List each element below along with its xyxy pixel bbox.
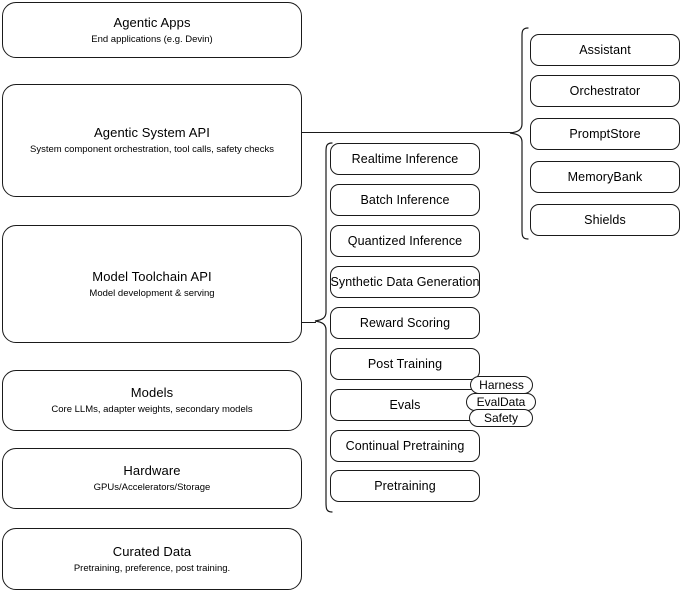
layer-title: Hardware	[123, 463, 181, 478]
eval-pill-safety[interactable]: Safety	[469, 409, 533, 427]
eval-pill-label: Harness	[479, 378, 524, 392]
layer-title: Agentic System API	[94, 125, 210, 140]
capability-chip-pretraining[interactable]: Pretraining	[330, 470, 480, 502]
capability-chip-continual-pretraining[interactable]: Continual Pretraining	[330, 430, 480, 462]
capability-label: Synthetic Data Generation	[330, 274, 480, 289]
capability-chip-batch-inference[interactable]: Batch Inference	[330, 184, 480, 216]
connector-line-agentic-system-to-components	[302, 132, 514, 133]
capability-chip-reward-scoring[interactable]: Reward Scoring	[330, 307, 480, 339]
eval-pill-label: Safety	[483, 411, 519, 425]
capability-chip-synthetic-data-generation[interactable]: Synthetic Data Generation	[330, 266, 480, 298]
layer-box-agentic-system-api[interactable]: Agentic System API System component orch…	[2, 84, 302, 197]
eval-pill-harness[interactable]: Harness	[470, 376, 533, 394]
layer-box-model-toolchain-api[interactable]: Model Toolchain API Model development & …	[2, 225, 302, 343]
capability-chip-quantized-inference[interactable]: Quantized Inference	[330, 225, 480, 257]
capability-label: Reward Scoring	[359, 315, 451, 330]
component-label: MemoryBank	[567, 169, 643, 184]
component-chip-shields[interactable]: Shields	[530, 204, 680, 236]
layer-title: Models	[130, 385, 174, 400]
layer-subtitle: GPUs/Accelerators/Storage	[93, 482, 211, 493]
capability-label: Evals	[389, 397, 421, 412]
layer-box-agentic-apps[interactable]: Agentic Apps End applications (e.g. Devi…	[2, 2, 302, 58]
layer-subtitle: System component orchestration, tool cal…	[30, 144, 274, 155]
layer-box-models[interactable]: Models Core LLMs, adapter weights, secon…	[2, 370, 302, 431]
capability-label: Batch Inference	[360, 192, 450, 207]
component-label: Orchestrator	[569, 83, 641, 98]
capability-label: Continual Pretraining	[345, 438, 465, 453]
layer-box-hardware[interactable]: Hardware GPUs/Accelerators/Storage	[2, 448, 302, 509]
capability-chip-evals[interactable]: Evals	[330, 389, 480, 421]
capability-label: Realtime Inference	[351, 151, 459, 166]
layer-subtitle: Pretraining, preference, post training.	[73, 562, 231, 574]
component-chip-assistant[interactable]: Assistant	[530, 34, 680, 66]
capability-label: Pretraining	[374, 478, 436, 493]
brace-agentic-components	[508, 24, 530, 244]
layer-subtitle: Core LLMs, adapter weights, secondary mo…	[51, 404, 253, 415]
connector-line-toolchain-to-capabilities	[302, 322, 316, 323]
component-chip-memorybank[interactable]: MemoryBank	[530, 161, 680, 193]
layer-title: Model Toolchain API	[92, 268, 212, 284]
layer-subtitle: Model development & serving	[89, 287, 215, 299]
layer-box-curated-data[interactable]: Curated Data Pretraining, preference, po…	[2, 528, 302, 590]
eval-pill-label: EvalData	[476, 395, 526, 409]
layer-title: Curated Data	[112, 543, 192, 559]
capability-chip-realtime-inference[interactable]: Realtime Inference	[330, 143, 480, 175]
eval-pill-evaldata[interactable]: EvalData	[466, 393, 536, 411]
capability-label: Post Training	[367, 356, 443, 371]
capability-chip-post-training[interactable]: Post Training	[330, 348, 480, 380]
component-label: Assistant	[579, 42, 631, 57]
component-label: Shields	[584, 212, 626, 227]
component-chip-orchestrator[interactable]: Orchestrator	[530, 75, 680, 107]
layer-title: Agentic Apps	[113, 14, 191, 30]
component-chip-promptstore[interactable]: PromptStore	[530, 118, 680, 150]
layer-subtitle: End applications (e.g. Devin)	[91, 33, 213, 45]
component-label: PromptStore	[569, 126, 641, 141]
capability-label: Quantized Inference	[347, 233, 463, 248]
